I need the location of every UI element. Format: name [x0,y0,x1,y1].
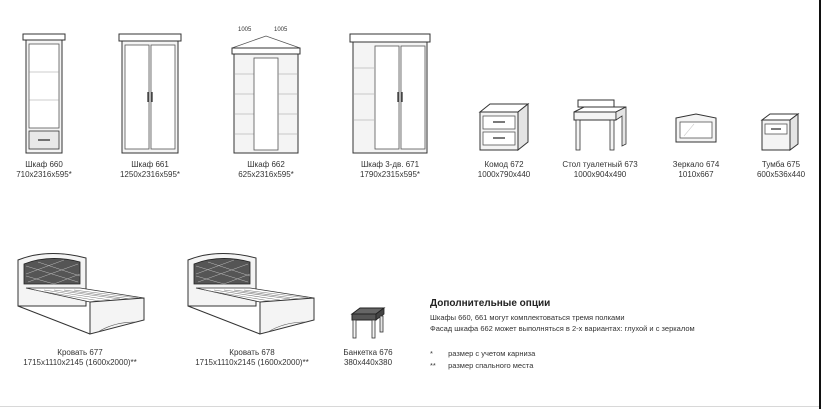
wardrobe-661-name: Шкаф 661 [131,160,169,169]
nightstand-675-size: 600x536x440 [756,170,806,179]
mirror-674-caption: Зеркало 674 1010x667 [660,160,732,180]
chest-672-caption: Комод 672 1000x790x440 [466,160,542,180]
options-line: Шкафы 660, 661 могут комплектоваться тре… [430,313,625,322]
chest-672-size: 1000x790x440 [477,170,531,179]
wardrobe-660-name: Шкаф 660 [25,160,63,169]
wardrobe-660-size: 710x2316x595* [16,170,72,179]
bed-678-size: 1715x1110x2145 (1600x2000)** [195,358,309,367]
options-title: Дополнительные опции [430,298,551,309]
bed-677-caption: Кровать 677 1715x1110x2145 (1600x2000)** [10,348,150,368]
wardrobe-662-name: Шкаф 662 [247,160,285,169]
footnote-mark: ** [430,361,436,370]
bed-677-drawing [14,246,150,342]
table-673-drawing [572,98,628,154]
wardrobe-671-name: Шкаф 3-дв. 671 [360,160,420,169]
bed-678-name: Кровать 678 [229,348,275,357]
footnote-text: размер спального места [448,361,534,370]
wardrobe-671-caption: Шкаф 3-дв. 671 1790x2315x595* [348,160,432,180]
table-673-size: 1000x904x490 [573,170,627,179]
bench-676-name: Банкетка 676 [343,348,393,357]
bench-676-caption: Банкетка 676 380x440x380 [330,348,406,368]
wardrobe-662-dim-right: 1005 [274,27,288,33]
footnote-row: * размер с учетом карниза [430,348,535,360]
mirror-674-drawing [674,112,718,146]
wardrobe-671-size: 1790x2315x595* [359,170,421,179]
options-line: Фасад шкафа 662 может выполняться в 2-х … [430,324,695,333]
nightstand-675-drawing [760,112,800,154]
bed-678-drawing [184,246,320,342]
table-673-caption: Стол туалетный 673 1000x904x490 [560,160,640,180]
wardrobe-662-dim-left: 1005 [238,27,252,33]
bench-676-size: 380x440x380 [343,358,393,367]
footnote-text: размер с учетом карниза [448,349,536,358]
wardrobe-671-drawing [348,32,432,156]
nightstand-675-caption: Тумба 675 600x536x440 [746,160,816,180]
wardrobe-661-caption: Шкаф 661 1250x2316x595* [110,160,190,180]
mirror-674-size: 1010x667 [678,170,714,179]
chest-672-drawing [478,102,530,154]
table-673-name: Стол туалетный 673 [562,160,638,169]
wardrobe-662-size: 625x2316x595* [238,170,294,179]
bench-676-drawing [350,306,386,342]
footnote-legend: * размер с учетом карниза ** размер спал… [430,348,535,372]
wardrobe-662-caption: Шкаф 662 625x2316x595* [226,160,306,180]
wardrobe-660-caption: Шкаф 660 710x2316x595* [8,160,80,180]
wardrobe-662-drawing [228,34,304,156]
bottom-rule [0,406,821,407]
mirror-674-name: Зеркало 674 [672,160,720,169]
wardrobe-660-drawing [20,32,68,156]
chest-672-name: Комод 672 [484,160,524,169]
bed-678-caption: Кровать 678 1715x1110x2145 (1600x2000)** [182,348,322,368]
nightstand-675-name: Тумба 675 [761,160,801,169]
options-block: Дополнительные опции Шкафы 660, 661 могу… [430,298,810,334]
wardrobe-661-drawing [117,32,183,156]
bed-677-size: 1715x1110x2145 (1600x2000)** [23,358,137,367]
wardrobe-661-size: 1250x2316x595* [119,170,181,179]
right-border [819,0,821,409]
footnote-row: ** размер спального места [430,360,535,372]
bed-677-name: Кровать 677 [57,348,103,357]
footnote-mark: * [430,349,433,358]
